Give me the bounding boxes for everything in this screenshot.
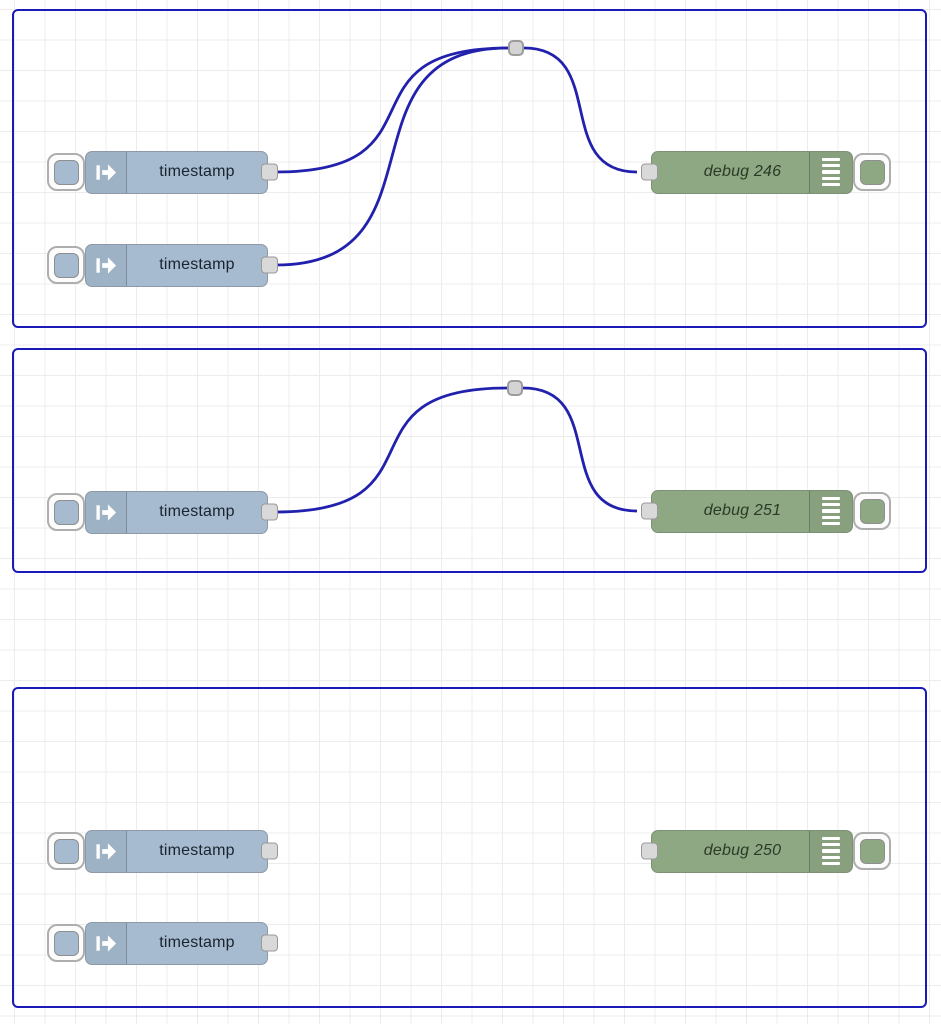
flow-group[interactable] [12,9,927,328]
inject-node[interactable]: timestamp [47,150,278,194]
inject-arrow-icon [86,491,127,533]
inject-button-face [53,930,79,956]
inject-arrow-icon [86,151,127,193]
debug-node[interactable]: debug 246 [641,150,891,194]
node-label: debug 251 [703,502,782,519]
debug-node[interactable]: debug 250 [641,829,891,873]
node-label: timestamp [159,934,235,951]
debug-button[interactable] [853,153,891,191]
output-port[interactable] [261,256,278,274]
junction-node[interactable] [508,40,524,56]
inject-arrow-icon [86,244,127,286]
debug-button[interactable] [853,492,891,530]
inject-button[interactable] [47,924,85,962]
junction-node[interactable] [507,380,523,396]
output-port[interactable] [261,842,278,860]
flow-group[interactable] [12,687,927,1008]
debug-button[interactable] [853,832,891,870]
inject-node[interactable]: timestamp [47,921,278,965]
inject-button-face [53,499,79,525]
inject-button-face [53,838,79,864]
inject-arrow-icon [86,830,127,872]
inject-node[interactable]: timestamp [47,490,278,534]
wire[interactable] [523,46,638,174]
inject-node[interactable]: timestamp [47,829,278,873]
input-port[interactable] [641,163,658,181]
node-label: timestamp [159,842,235,859]
output-port[interactable] [261,503,278,521]
node-label: debug 250 [703,842,782,859]
input-port[interactable] [641,842,658,860]
flow-group[interactable] [12,348,927,573]
debug-button-face [859,159,885,185]
debug-lines-icon [809,151,852,193]
inject-button[interactable] [47,153,85,191]
node-label: timestamp [159,256,235,273]
wire[interactable] [275,386,508,514]
node-label: debug 246 [703,163,782,180]
wire[interactable] [522,386,638,513]
output-port[interactable] [261,934,278,952]
wire[interactable] [275,46,509,267]
inject-button[interactable] [47,832,85,870]
output-port[interactable] [261,163,278,181]
inject-button-face [53,252,79,278]
debug-button-face [859,838,885,864]
inject-button[interactable] [47,493,85,531]
wire[interactable] [275,46,509,174]
inject-node[interactable]: timestamp [47,243,278,287]
inject-button-face [53,159,79,185]
node-label: timestamp [159,503,235,520]
debug-lines-icon [809,490,852,532]
node-label: timestamp [159,163,235,180]
inject-arrow-icon [86,922,127,964]
debug-lines-icon [809,830,852,872]
inject-button[interactable] [47,246,85,284]
input-port[interactable] [641,502,658,520]
debug-button-face [859,498,885,524]
debug-node[interactable]: debug 251 [641,489,891,533]
